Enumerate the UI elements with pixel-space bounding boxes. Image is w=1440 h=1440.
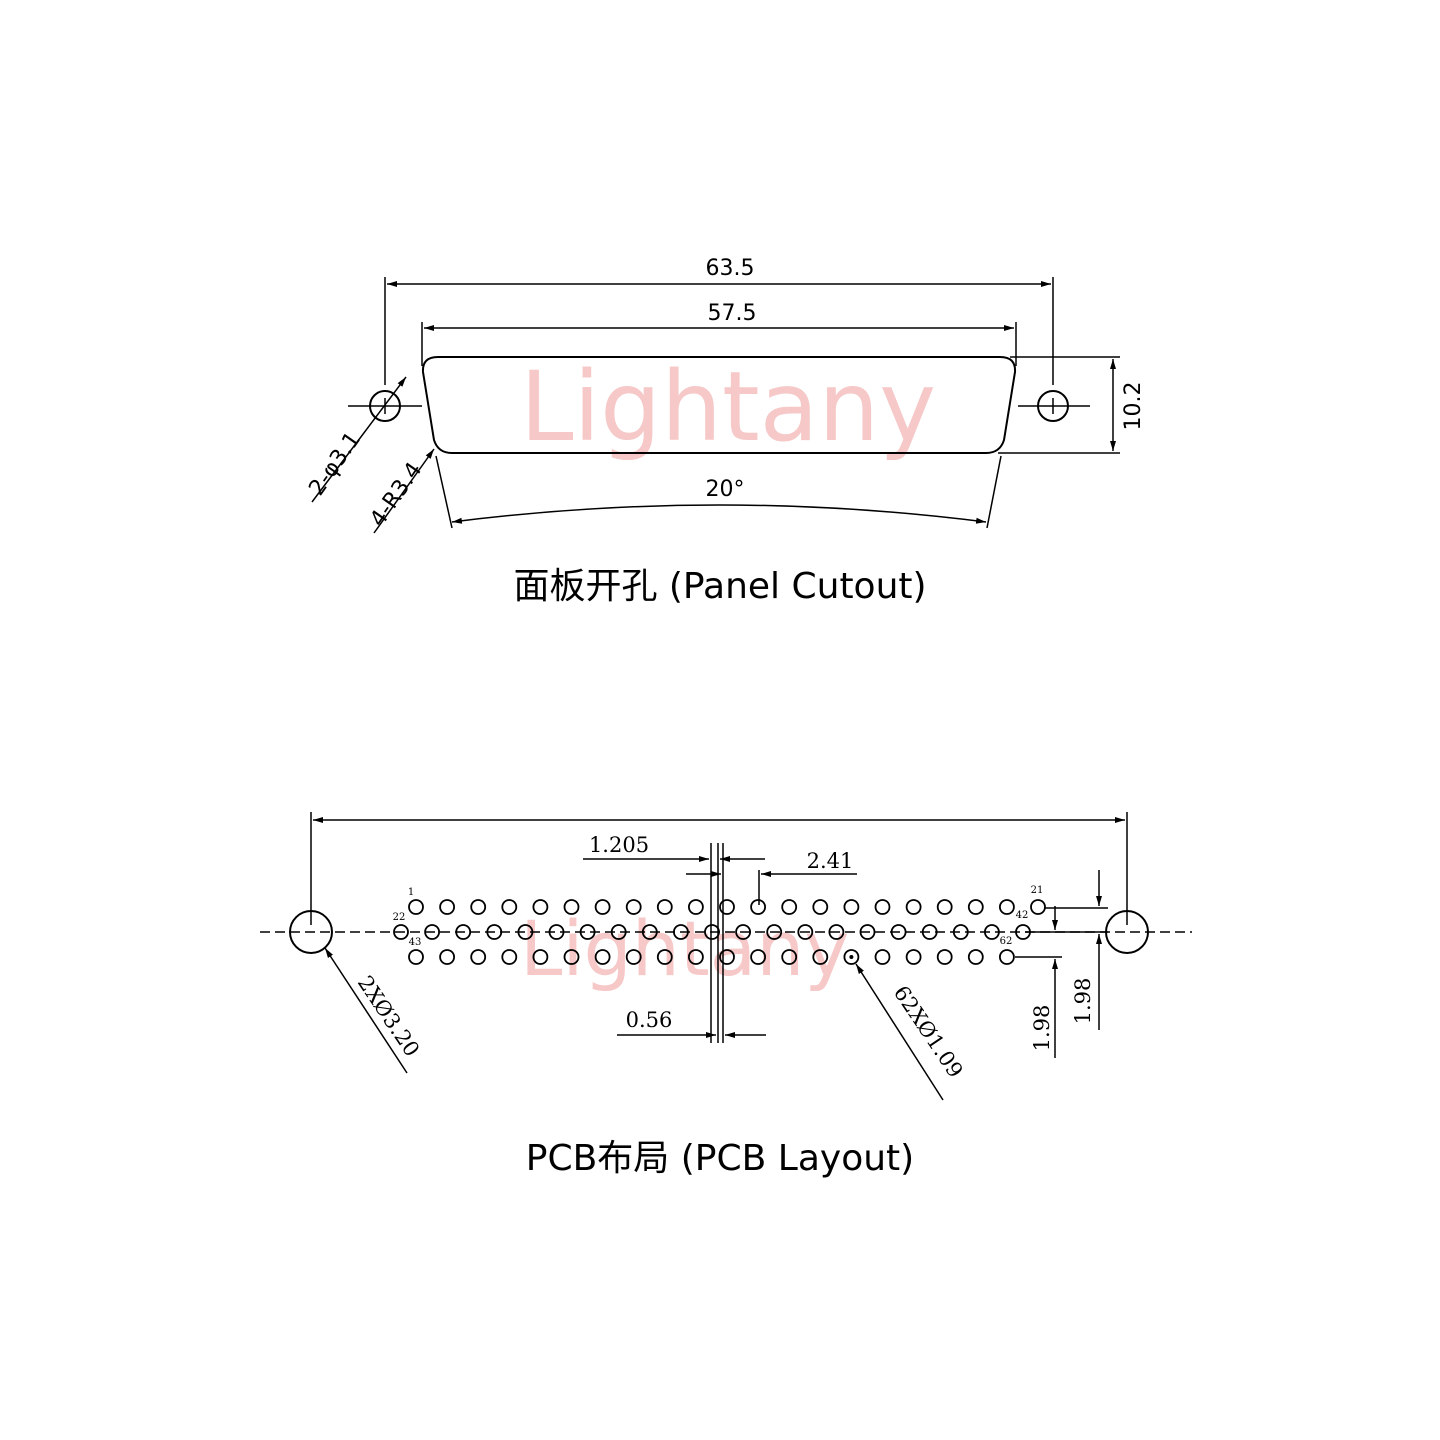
row-3-pin-20 xyxy=(999,949,1015,965)
d-cutout-outline xyxy=(421,356,1017,454)
row-1-pin-20 xyxy=(999,899,1015,915)
row-2-pin-6 xyxy=(548,924,565,940)
row-2-pin-1 xyxy=(393,924,409,940)
row-2-pin-3 xyxy=(455,924,472,940)
row-2-pin-15 xyxy=(828,924,845,940)
row-2-pin-4 xyxy=(486,924,503,940)
leader-pins xyxy=(855,963,944,1101)
row-3-pin-8 xyxy=(625,949,642,965)
dim-4-r-3-4: 4-R3.4 xyxy=(365,458,427,531)
row-2-pin-8 xyxy=(610,924,627,940)
row-2-pin-13 xyxy=(766,924,783,940)
row-3-pin-15 xyxy=(843,949,860,965)
row-3-pin-19 xyxy=(967,949,984,965)
row-1-pin-5 xyxy=(532,899,549,915)
watermark-pcb: Lightany xyxy=(520,904,849,993)
dim-20-deg: 20° xyxy=(706,477,745,502)
row-3-pin-17 xyxy=(905,949,922,965)
mount-hole-right xyxy=(1018,390,1090,422)
pin-array xyxy=(393,899,1046,965)
pin-label-1: 1 xyxy=(408,887,414,898)
row-1-pin-3 xyxy=(470,899,487,915)
dim-1-98-right: 1.98 xyxy=(1071,978,1095,1025)
row-2-pin-17 xyxy=(890,924,907,940)
dim-1-205: 1.205 xyxy=(589,833,649,857)
panel-title: 面板开孔 (Panel Cutout) xyxy=(513,566,926,607)
row-2-pin-7 xyxy=(579,924,596,940)
dim-2x-3-20: 2XØ3.20 xyxy=(353,971,424,1061)
leader-mount-holes xyxy=(324,947,408,1074)
row-1-pin-15 xyxy=(843,899,860,915)
pin-label-62: 62 xyxy=(1000,936,1013,947)
row-3-pin-16 xyxy=(874,949,891,965)
row-2-pin-11 xyxy=(704,924,720,940)
dim-57-5: 57.5 xyxy=(708,301,757,326)
row-1-pin-14 xyxy=(812,899,829,915)
pin-label-21: 21 xyxy=(1031,885,1044,896)
pin-label-43: 43 xyxy=(409,937,422,948)
row-3-pin-10 xyxy=(688,949,704,965)
row-1-pin-9 xyxy=(656,899,673,915)
dim-63-5: 63.5 xyxy=(706,256,755,281)
row-2-pin-10 xyxy=(673,924,689,940)
row-1-pin-12 xyxy=(750,899,766,915)
dim-1-98-left: 1.98 xyxy=(1030,1005,1054,1052)
row-2-pin-12 xyxy=(735,924,751,940)
row-3-pin-12 xyxy=(750,949,766,965)
row-1-pin-7 xyxy=(594,899,611,915)
leader-holes xyxy=(311,376,407,503)
row-1-pin-19 xyxy=(967,899,984,915)
pin-label-42: 42 xyxy=(1016,910,1029,921)
row-1-pin-10 xyxy=(688,899,704,915)
row-1-pin-17 xyxy=(905,899,922,915)
dim-arc-angle xyxy=(451,504,987,524)
pcb-title: PCB布局 (PCB Layout) xyxy=(526,1138,914,1179)
row-2-pin-18 xyxy=(921,924,938,940)
leader-radius xyxy=(373,448,435,534)
row-2-pin-2 xyxy=(424,924,441,940)
pin-label-22: 22 xyxy=(393,912,406,923)
row-3-pin-6 xyxy=(563,949,580,965)
row-3-pin-1 xyxy=(408,949,424,965)
row-3-pin-5 xyxy=(532,949,549,965)
row-3-pin-2 xyxy=(439,949,456,965)
row-3-pin-11 xyxy=(719,949,735,965)
row-2-pin-14 xyxy=(797,924,814,940)
row-2-pin-19 xyxy=(952,924,969,940)
row-1-pin-4 xyxy=(501,899,518,915)
row-3-pin-14 xyxy=(812,949,829,965)
row-1-pin-6 xyxy=(563,899,580,915)
row-1-pin-18 xyxy=(936,899,953,915)
row-3-pin-3 xyxy=(470,949,487,965)
ext-line-angle-left xyxy=(435,455,453,529)
row-2-pin-20 xyxy=(984,924,1000,940)
row-3-pin-4 xyxy=(501,949,518,965)
row-3-pin-18 xyxy=(936,949,953,965)
row-1-pin-11 xyxy=(719,899,735,915)
row-1-pin-13 xyxy=(781,899,798,915)
ext-line-angle-right xyxy=(986,455,1002,529)
dim-2-41: 2.41 xyxy=(807,849,854,873)
row-3-pin-9 xyxy=(656,949,673,965)
dim-2-phi-3-1: 2-φ3.1 xyxy=(304,428,365,501)
row-1-pin-2 xyxy=(439,899,456,915)
row-1-pin-8 xyxy=(625,899,642,915)
row-1-pin-16 xyxy=(874,899,891,915)
row-1-pin-1 xyxy=(408,899,424,915)
dim-62x-1-09: 62XØ1.09 xyxy=(889,981,968,1082)
pin-leader-dot xyxy=(849,955,854,959)
row-2-pin-5 xyxy=(517,924,534,940)
row-2-pin-16 xyxy=(859,924,876,940)
watermark-panel: Lightany xyxy=(520,351,936,463)
row-3-pin-7 xyxy=(594,949,611,965)
dim-0-56: 0.56 xyxy=(626,1008,673,1032)
dim-10-2: 10.2 xyxy=(1121,382,1146,431)
row-3-pin-13 xyxy=(781,949,798,965)
row-1-pin-21 xyxy=(1030,899,1046,915)
row-2-pin-9 xyxy=(641,924,658,940)
